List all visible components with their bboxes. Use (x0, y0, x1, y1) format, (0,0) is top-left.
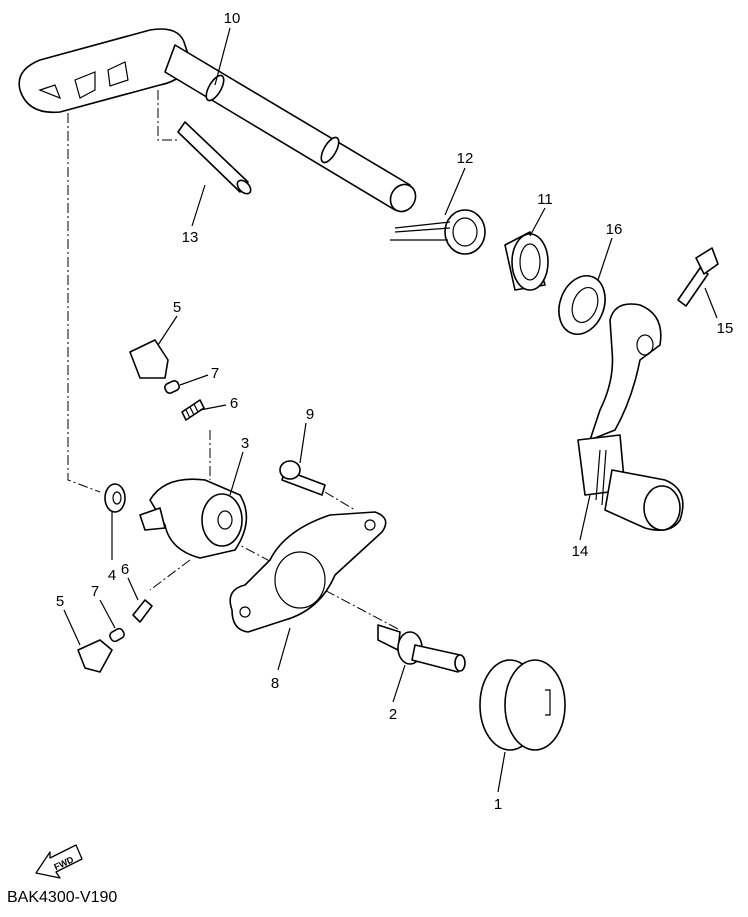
part-segment-bolt[interactable] (377, 624, 466, 673)
callout-3: 3 (241, 435, 249, 452)
callout-5-top: 5 (173, 299, 181, 316)
part-stopper-bottom[interactable] (108, 627, 125, 643)
callout-15: 15 (717, 320, 734, 337)
leader-lines (63, 27, 718, 793)
callout-16: 16 (606, 221, 623, 238)
part-pin[interactable] (177, 121, 253, 196)
part-spring-bottom[interactable] (132, 599, 153, 623)
part-segment-1[interactable] (479, 659, 566, 751)
callout-11: 11 (537, 191, 553, 208)
part-segment-bottom[interactable] (77, 639, 113, 673)
part-guide-plate[interactable] (229, 511, 387, 633)
callout-1: 1 (494, 796, 502, 813)
part-bolt-15[interactable] (677, 247, 719, 307)
callout-9: 9 (306, 406, 314, 423)
callout-7-top: 7 (211, 365, 219, 382)
callout-13: 13 (182, 229, 199, 246)
part-shift-arm[interactable] (139, 478, 248, 559)
callout-14: 14 (572, 543, 589, 560)
callout-6-bottom: 6 (121, 561, 129, 578)
part-shift-shaft[interactable] (18, 28, 420, 216)
part-stopper-top[interactable] (164, 380, 181, 395)
diagram-code: BAK4300-V190 (7, 889, 118, 906)
part-spring-top[interactable] (181, 399, 205, 421)
callout-labels: 10 12 11 16 15 13 5 7 6 3 9 4 6 7 5 8 14… (56, 10, 734, 813)
callout-7-bottom: 7 (91, 583, 99, 600)
part-washer[interactable] (104, 483, 126, 513)
part-collar[interactable] (504, 231, 549, 291)
part-shift-pedal[interactable] (577, 303, 684, 531)
callout-8: 8 (271, 675, 279, 692)
fwd-arrow-icon: FWD (35, 844, 83, 879)
callout-4: 4 (108, 567, 116, 584)
part-bolt-9[interactable] (279, 460, 326, 496)
callout-6-top: 6 (230, 395, 238, 412)
callout-5-bottom: 5 (56, 593, 64, 610)
part-segment-top[interactable] (129, 339, 169, 379)
part-spring[interactable] (390, 209, 486, 255)
callout-12: 12 (457, 150, 474, 167)
callout-10: 10 (224, 10, 241, 27)
callout-2: 2 (389, 706, 397, 723)
part-oil-seal[interactable] (551, 269, 613, 340)
